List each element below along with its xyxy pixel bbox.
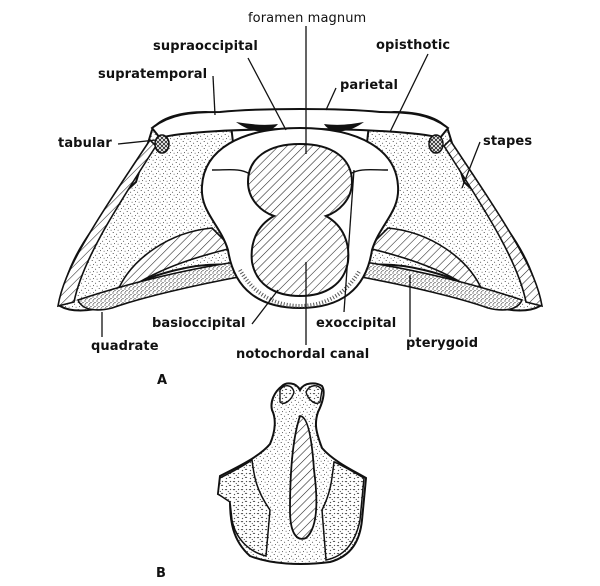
leader-exoccipital [343,169,355,313]
label-notochordal-canal: notochordal canal [236,347,370,362]
panel-b-central-canal [289,415,318,540]
panel-b-bone [216,382,368,565]
suture-left [211,168,251,175]
panel-letter-b: B [156,566,166,581]
panel-letter-a: A [157,373,168,388]
left-lower-bar [76,261,246,311]
right-lower-bar [354,261,524,311]
right-blade [442,138,543,308]
panel-a-skull [57,26,543,345]
leader-stapes [461,141,481,189]
label-basioccipital: basioccipital [152,316,246,331]
leader-tabular [117,139,157,145]
label-supratemporal: supratemporal [98,67,208,82]
leader-lines [101,26,481,345]
label-pterygoid: pterygoid [406,336,479,351]
leader-basioccipital [251,289,279,325]
panel-b-left-boss [279,385,295,404]
label-quadrate: quadrate [91,339,159,354]
panel-b-right-boss [305,385,323,404]
roof-shadow-right [324,122,364,132]
label-exoccipital: exoccipital [316,316,397,331]
label-tabular: tabular [58,136,112,151]
right-tabular [428,134,444,154]
leader-supratemporal [212,75,216,116]
leader-parietal [325,87,337,111]
leader-opisthotic [389,53,429,133]
leader-supraoccipital [247,57,287,131]
foramen-magnum [246,142,354,298]
left-tabular [154,134,170,154]
label-parietal: parietal [340,78,399,93]
label-supraoccipital: supraoccipital [153,39,258,54]
roof-shadow-left [236,122,278,132]
label-opisthotic: opisthotic [376,38,451,53]
panel-b-left-patch [217,458,271,557]
suture-right [349,168,389,175]
panel-b-right-patch [321,461,365,561]
label-foramen-magnum: foramen magnum [248,11,367,26]
label-stapes: stapes [483,134,533,149]
